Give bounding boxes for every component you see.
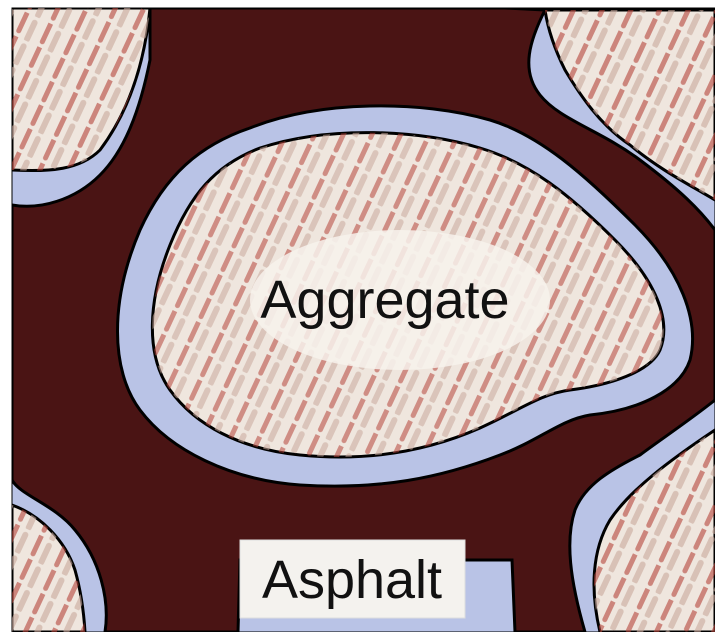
aggregate-label: Aggregate <box>260 270 509 330</box>
asphalt-label: Asphalt <box>262 550 442 610</box>
